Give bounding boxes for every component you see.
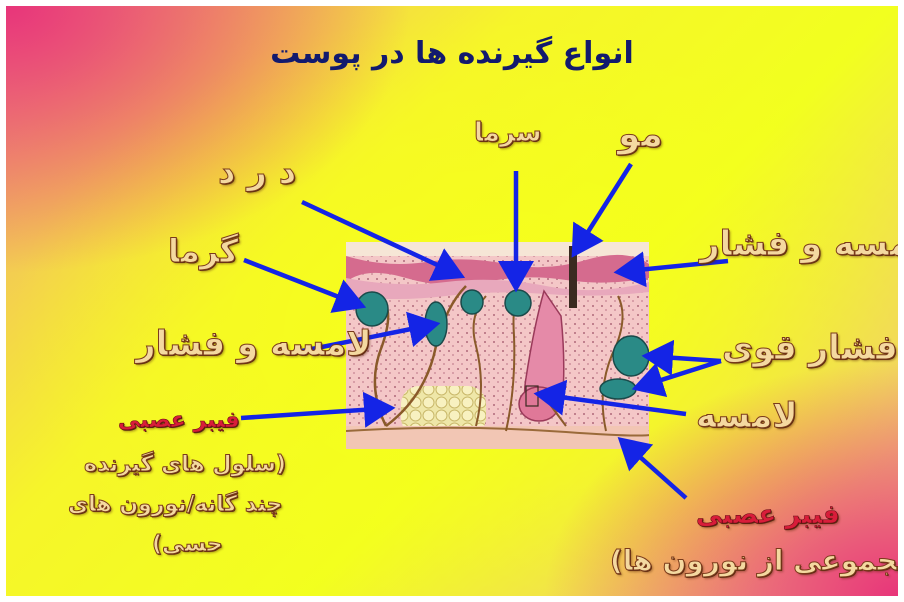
label-nerve-fiber-left-line2: چند گانه/نورون های: [68, 492, 282, 517]
arrow-strong-pressure-1: [646, 356, 721, 361]
label-touch: لامسه: [696, 396, 798, 436]
label-nerve-fiber-left-line1: (سلول های گیرنده: [84, 452, 286, 477]
label-cold: سرما: [474, 118, 542, 148]
arrow-heat: [244, 260, 362, 306]
arrow-nerve-fiber-left: [241, 408, 391, 418]
label-touch-pressure-right: لامسه و فشار: [700, 224, 898, 264]
label-hair: مو: [618, 114, 663, 155]
label-pain: د ر د: [218, 152, 296, 192]
arrow-nerve-fiber-right: [621, 440, 686, 498]
label-nerve-fiber-left-line3: حسی): [152, 532, 223, 557]
label-nerve-fiber-right-line2: (مجموعی از نورون ها): [610, 544, 898, 577]
arrow-pain: [302, 202, 461, 276]
label-nerve-fiber-left: فیبر عصبی: [118, 408, 240, 433]
label-nerve-fiber-right: فیبر عصبی: [696, 500, 840, 530]
slide: انواع گیرنده ها در پوست: [6, 6, 898, 596]
arrow-touch: [538, 394, 686, 414]
label-strong-pressure: فشار قوی: [722, 328, 898, 368]
label-heat: گرما: [168, 232, 238, 270]
arrow-strong-pressure-2: [636, 361, 721, 388]
arrow-hair: [574, 164, 631, 254]
label-touch-pressure-left: لامسه و فشار: [136, 324, 372, 364]
